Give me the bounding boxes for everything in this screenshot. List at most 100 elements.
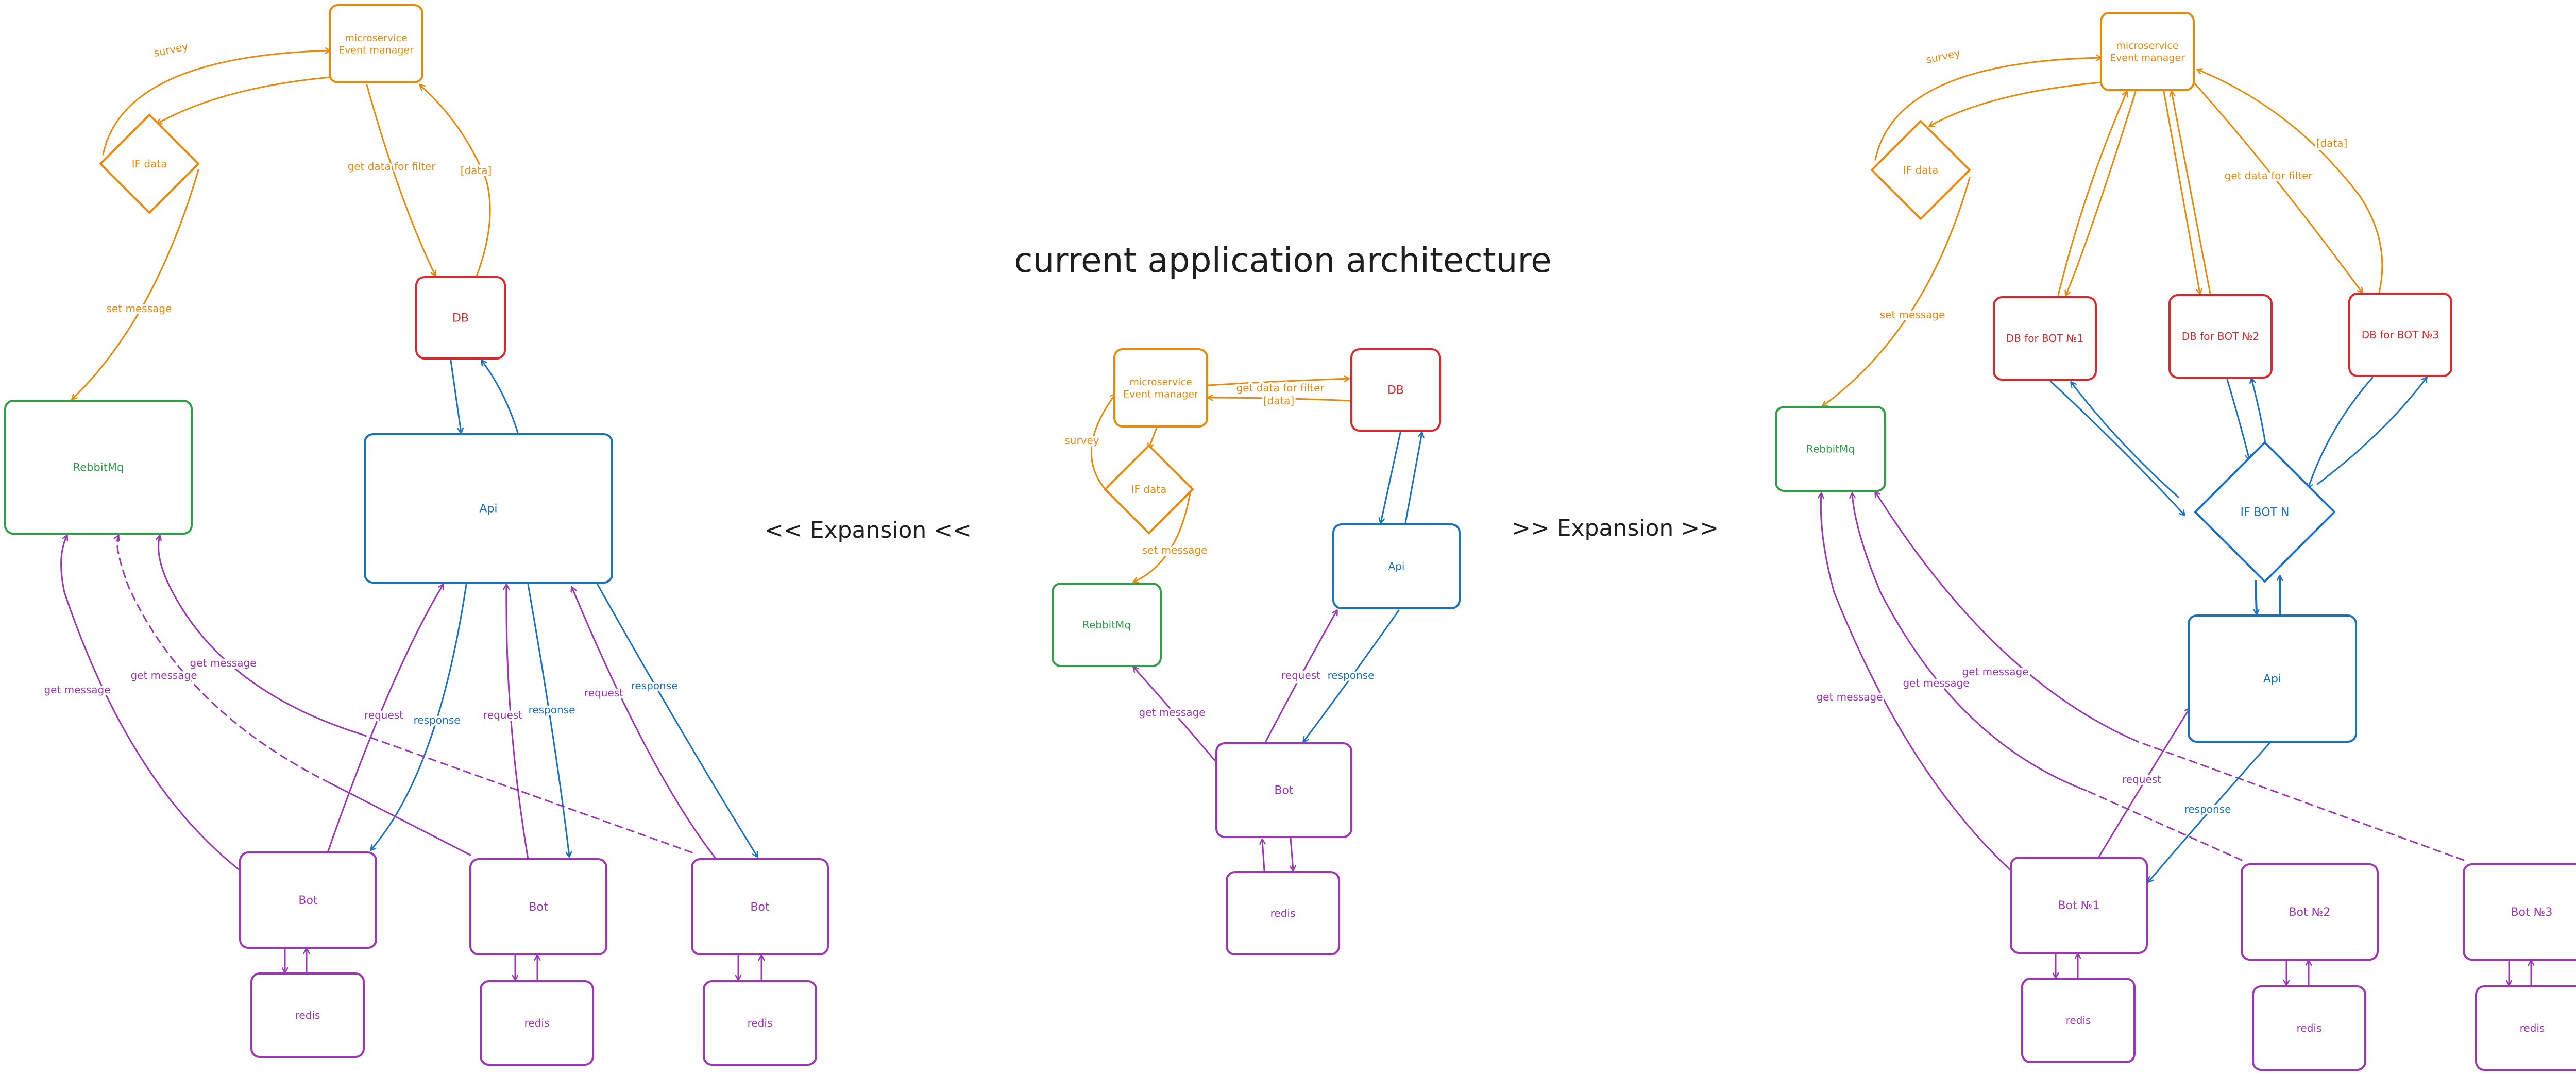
right-edge-set-message [1823,177,1971,406]
left-db: DB [415,276,506,360]
center-edge-survey [1090,394,1115,493]
center-edge-bot-request [1264,610,1337,744]
left-bot-2: Bot [469,858,607,955]
right-redis-3: redis [2475,985,2576,1071]
left-label-get-data: get data for filter [348,160,436,173]
left-label-data: [data] [461,164,492,177]
right-edge-em-to-db3 [2193,81,2362,293]
left-if-data: IF data [99,114,199,214]
left-rabbitmq: RebbitMq [4,400,193,535]
left-edge-set-message [72,169,199,399]
right-redis-1: redis [2021,978,2136,1063]
left-edge-bot2-request [506,585,529,860]
right-api: Api [2188,614,2357,743]
right-if-data-label: IF data [1903,164,1939,176]
center-label-set-message: set message [1142,544,1208,556]
left-redis-3-shape [703,980,817,1066]
center-redis-shape [1226,871,1340,955]
right-redis-2-shape [2252,985,2366,1071]
right-bot-1-shape [2010,857,2148,954]
center-label-survey: survey [1064,434,1099,447]
left-redis-1: redis [250,972,365,1058]
center-db: DB [1350,348,1441,432]
left-redis-3: redis [703,980,817,1066]
right-edge-em-to-if [1929,81,2102,126]
right-db-bot-3-label: DB for BOT №3 [2362,329,2439,341]
center-db-label: DB [1387,384,1404,397]
left-edge-get-data [366,84,435,276]
right-api-label: Api [2263,673,2281,686]
right-if-data: IF data [1871,120,1971,220]
left-label-set-message: set message [107,302,172,315]
center-redis: redis [1226,871,1340,955]
left-redis-2-label: redis [524,1017,550,1029]
right-edge-ifbot-to-db3 [2316,378,2427,485]
right-db-bot-2-shape [2168,294,2273,379]
left-db-label: DB [452,312,469,325]
right-edge-db1-to-ifbot [2049,380,2184,515]
right-db-bot-1-label: DB for BOT №1 [2006,332,2084,345]
left-bot-3: Bot [691,858,829,955]
right-edge-db2-to-ifbot [2226,379,2249,459]
right-if-bot-shape [2194,441,2335,583]
left-edge-bot3-getmsg-dash [360,733,693,853]
right-label-get-message-3: get message [1962,665,2028,678]
left-bot-1-label: Bot [298,894,318,907]
right-bot-3-shape [2463,863,2576,961]
center-edge-redis-to-bot [1262,840,1264,872]
left-label-get-message-2: get message [130,669,197,681]
right-edge-em-to-db2 [2163,91,2200,294]
right-edge-db2-to-em [2172,92,2211,295]
right-db-bot-2: DB for BOT №2 [2168,294,2273,379]
center-label-get-data: get data for filter [1236,382,1325,394]
center-rabbitmq-shape [1052,583,1162,667]
center-if-data-shape [1104,445,1194,534]
left-api: Api [364,433,613,584]
left-redis-3-label: redis [748,1017,773,1029]
center-label-data: [data] [1263,395,1295,407]
left-rabbitmq-label: RebbitMq [73,461,124,473]
center-bot-shape [1215,742,1352,838]
left-edge-db-to-api [450,360,461,433]
left-label-response-1: response [414,714,461,726]
center-edge-get-data [1207,379,1349,386]
right-api-shape [2188,614,2357,743]
left-label-request-1: request [364,709,403,721]
center-edge-data [1208,398,1352,402]
left-edge-em-to-if [157,76,331,124]
right-redis-3-shape [2475,985,2576,1071]
center-label-request: request [1281,669,1320,681]
right-rabbitmq-label: RebbitMq [1806,443,1855,455]
left-edge-api-to-db [482,361,519,434]
center-label-response: response [1328,669,1375,681]
right-edge-ifbot-to-db1 [2071,382,2179,498]
center-rabbitmq-label: RebbitMq [1082,619,1131,631]
left-label-get-message-3: get message [190,657,256,669]
right-bot-1: Bot №1 [2010,857,2148,954]
center-rabbitmq: RebbitMq [1052,583,1162,667]
center-edge-em-to-if [1149,426,1158,448]
center-event-manager-shape [1113,348,1208,428]
center-api-shape [1332,523,1461,609]
left-redis-2: redis [480,980,594,1066]
left-if-data-label: IF data [132,158,167,170]
left-bot-3-shape [691,858,829,955]
right-label-request: request [2122,773,2161,785]
right-label-data: [data] [2316,137,2348,149]
expansion-left-label: << Expansion << [765,517,972,543]
left-bot-1-shape [239,851,377,949]
right-bot-3-label: Bot №3 [2511,906,2552,919]
left-edge-bot3-getmsg [159,536,362,735]
left-label-response-2: response [529,704,575,716]
left-edge-api-response-bot1 [371,584,467,850]
right-label-response: response [2184,803,2231,815]
right-if-bot-label: IF BOT N [2240,506,2289,519]
right-edge-db3-to-ifbot [2308,377,2374,488]
right-if-data-shape [1871,120,1971,220]
left-redis-2-shape [480,980,594,1066]
